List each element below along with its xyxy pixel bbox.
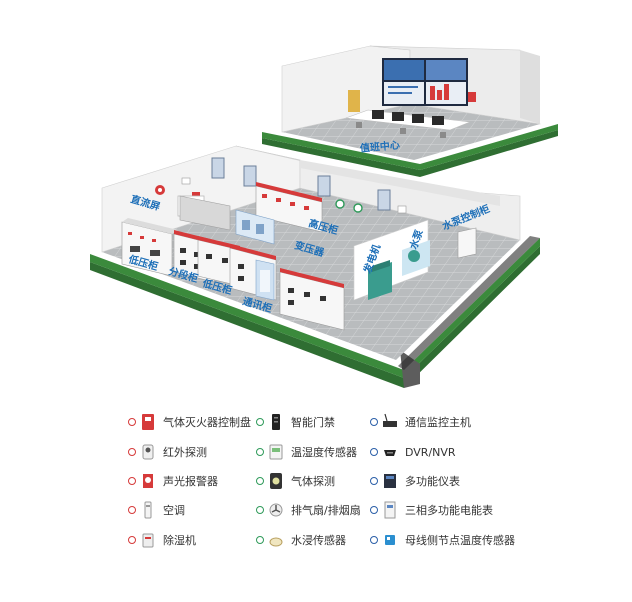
legend-item: DVR/NVR: [370, 442, 456, 462]
comm-monitor-host-icon: [383, 413, 397, 431]
status-ring: [256, 477, 264, 485]
substation-scene: 值班中心: [90, 45, 558, 388]
status-ring: [370, 506, 378, 514]
status-ring: [370, 477, 378, 485]
dvr-nvr-icon: [383, 443, 397, 461]
status-ring: [128, 448, 136, 456]
video-wall: [382, 58, 468, 106]
status-ring: [128, 506, 136, 514]
dc-screen-cabinets: [121, 218, 178, 277]
status-ring: [370, 418, 378, 426]
water-pump: [402, 240, 430, 276]
legend-label: 空调: [163, 504, 185, 517]
legend-item: 多功能仪表: [370, 471, 460, 491]
legend-label: 多功能仪表: [405, 475, 460, 488]
operator-desks: [345, 109, 471, 138]
legend-label: 母线侧节点温度传感器: [405, 534, 515, 547]
legend-item: 温湿度传感器: [256, 442, 357, 462]
status-ring: [128, 477, 136, 485]
multifunction-meter-icon: [383, 472, 397, 490]
legend-label: 气体灭火器控制盘: [163, 416, 251, 429]
legend-label: 水浸传感器: [291, 534, 346, 547]
three-phase-meter-icon: [383, 501, 397, 519]
status-ring: [128, 536, 136, 544]
legend-label: 除湿机: [163, 534, 196, 547]
air-conditioner-icon: [141, 501, 155, 519]
legend-label: 红外探测: [163, 446, 207, 459]
status-ring: [370, 536, 378, 544]
temp-humidity-sensor-icon: [269, 443, 283, 461]
legend-item: 母线侧节点温度传感器: [370, 530, 515, 550]
legend-item: 空调: [128, 500, 185, 520]
distribution-cabinets: [197, 236, 241, 287]
legend-item: 智能门禁: [256, 412, 335, 432]
smart-access-icon: [269, 413, 283, 431]
legend-label: 排气扇/排烟扇: [291, 504, 361, 517]
legend-item: 排气扇/排烟扇: [256, 500, 361, 520]
sound-light-alarm-icon: [141, 472, 155, 490]
legend-label: 通信监控主机: [405, 416, 471, 429]
exhaust-fan-icon: [269, 501, 283, 519]
legend-item: 水浸传感器: [256, 530, 346, 550]
label-duty-center: 值班中心: [359, 138, 400, 154]
gas-extinguish-panel-icon: [141, 413, 155, 431]
status-ring: [256, 536, 264, 544]
status-ring: [256, 418, 264, 426]
high-voltage-cabinets: [255, 182, 323, 233]
legend-label: 温湿度传感器: [291, 446, 357, 459]
busbar-temp-sensor-icon: [383, 531, 397, 549]
water-leak-sensor-icon: [269, 531, 283, 549]
legend-item: 三相多功能电能表: [370, 500, 493, 520]
legend-label: 气体探测: [291, 475, 335, 488]
legend-item: 声光报警器: [128, 471, 218, 491]
gas-detector-icon: [269, 472, 283, 490]
power-room: 直流屏 低压柜 分段柜 低压柜 通讯柜 高压柜 变压器 发电机 水泵 水泵控制柜: [90, 145, 540, 388]
legend-label: DVR/NVR: [405, 445, 456, 459]
legend-item: 除湿机: [128, 530, 196, 550]
duty-center-room: 值班中心: [262, 45, 558, 177]
legend-label: 三相多功能电能表: [405, 504, 493, 517]
status-ring: [370, 448, 378, 456]
communication-cabinet: [255, 259, 275, 301]
infrared-detector-icon: [141, 443, 155, 461]
legend-item: 气体灭火器控制盘: [128, 412, 251, 432]
legend-label: 声光报警器: [163, 475, 218, 488]
legend-item: 通信监控主机: [370, 412, 471, 432]
cabinet-row-front: [279, 268, 345, 331]
status-ring: [128, 418, 136, 426]
dehumidifier-icon: [141, 531, 155, 549]
status-ring: [256, 448, 264, 456]
transformer: [235, 209, 275, 245]
legend-label: 智能门禁: [291, 416, 335, 429]
legend-item: 气体探测: [256, 471, 335, 491]
generator: [368, 260, 392, 300]
legend-item: 红外探测: [128, 442, 207, 462]
pump-control-cabinet: [457, 227, 477, 259]
duty-door: [348, 90, 360, 112]
device-legend: 气体灭火器控制盘 红外探测 声光报警器 空调 除湿机 智能门禁 温湿度传感器 气…: [128, 410, 528, 560]
status-ring: [256, 506, 264, 514]
